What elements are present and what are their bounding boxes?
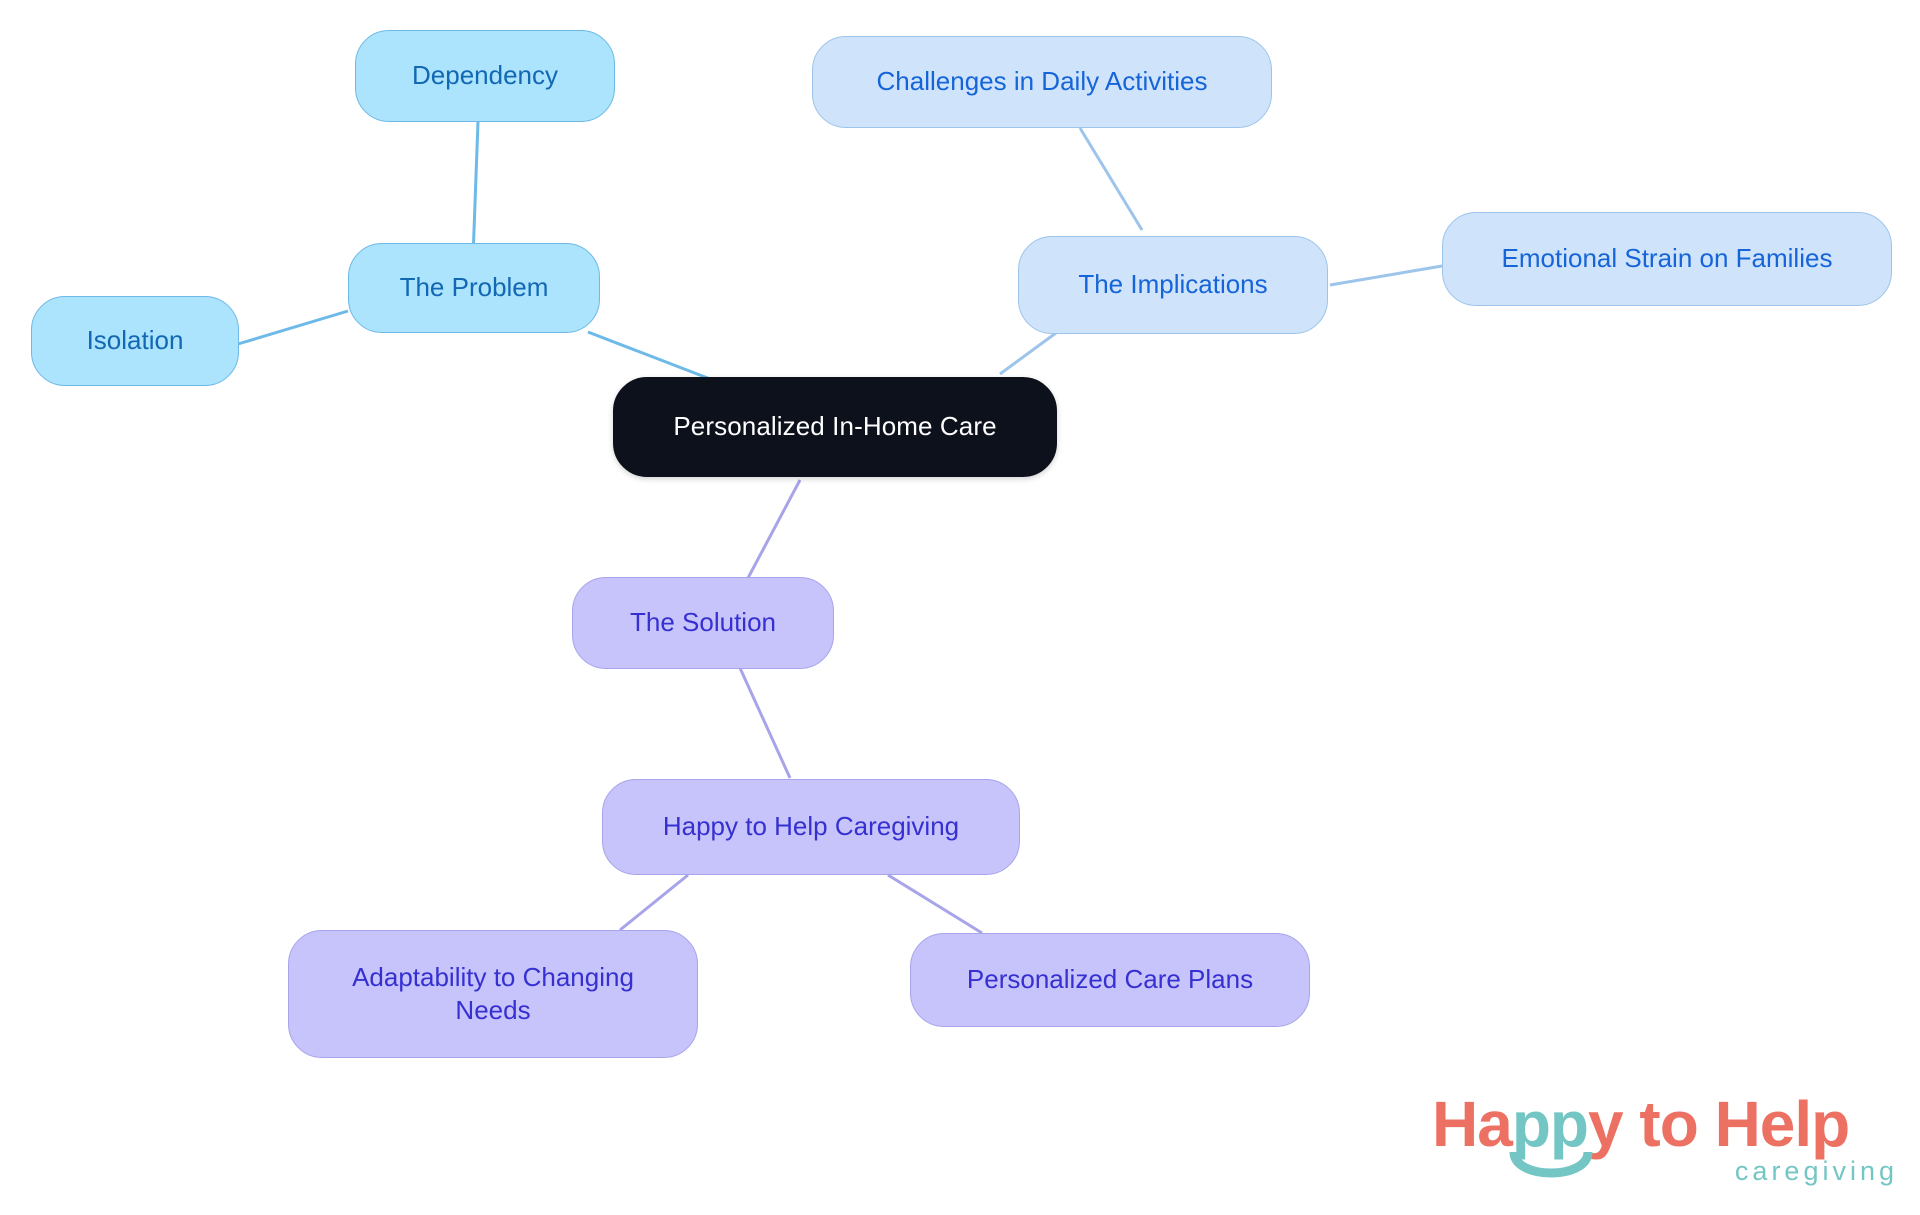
edge-isolation-problem: [237, 309, 349, 346]
node-emotional-strain-on-families[interactable]: Emotional Strain on Families: [1442, 212, 1892, 306]
node-the-problem-label: The Problem: [399, 272, 549, 303]
node-isolation-label: Isolation: [86, 325, 184, 356]
node-challenges-in-daily-activities[interactable]: Challenges in Daily Activities: [812, 36, 1272, 128]
edge-challenges-implications: [1078, 127, 1144, 231]
node-adaptability-label: Adaptability to Changing Needs: [352, 961, 634, 1025]
edge-happy-adaptability: [619, 873, 689, 932]
node-the-implications[interactable]: The Implications: [1018, 236, 1328, 334]
node-emotional-strain-label: Emotional Strain on Families: [1501, 243, 1833, 274]
edge-implications-emotional: [1329, 264, 1443, 287]
node-personalized-care-plans[interactable]: Personalized Care Plans: [910, 933, 1310, 1027]
logo-word-part2: pp: [1511, 1088, 1589, 1160]
node-the-problem[interactable]: The Problem: [348, 243, 600, 333]
node-root[interactable]: Personalized In-Home Care: [613, 377, 1057, 477]
node-dependency-label: Dependency: [412, 60, 558, 91]
edge-solution-happy: [738, 667, 792, 779]
node-isolation[interactable]: Isolation: [31, 296, 239, 386]
node-adaptability-to-changing-needs[interactable]: Adaptability to Changing Needs: [288, 930, 698, 1058]
logo-subtitle: caregiving: [1734, 1156, 1898, 1186]
edge-root-solution: [746, 479, 802, 579]
edge-dependency-problem: [471, 121, 480, 259]
logo-word-part1: Ha: [1432, 1088, 1513, 1160]
node-care-plans-label: Personalized Care Plans: [966, 964, 1254, 995]
node-happy-to-help-label: Happy to Help Caregiving: [662, 811, 960, 842]
node-root-label: Personalized In-Home Care: [673, 411, 997, 442]
node-the-implications-label: The Implications: [1078, 269, 1268, 300]
edge-happy-careplans: [887, 873, 983, 935]
edge-problem-root: [587, 330, 719, 384]
edge-root-implications: [999, 328, 1061, 376]
logo-word-part3: y to Help: [1588, 1088, 1850, 1160]
node-happy-to-help-caregiving[interactable]: Happy to Help Caregiving: [602, 779, 1020, 875]
node-challenges-label: Challenges in Daily Activities: [876, 66, 1208, 97]
smile-arc-icon: [1509, 1151, 1593, 1178]
logo-wordmark: Happy to Help: [1432, 1092, 1850, 1156]
node-dependency[interactable]: Dependency: [355, 30, 615, 122]
brand-logo: Happy to Help caregiving: [1432, 1092, 1902, 1210]
node-the-solution[interactable]: The Solution: [572, 577, 834, 669]
node-the-solution-label: The Solution: [630, 607, 776, 638]
